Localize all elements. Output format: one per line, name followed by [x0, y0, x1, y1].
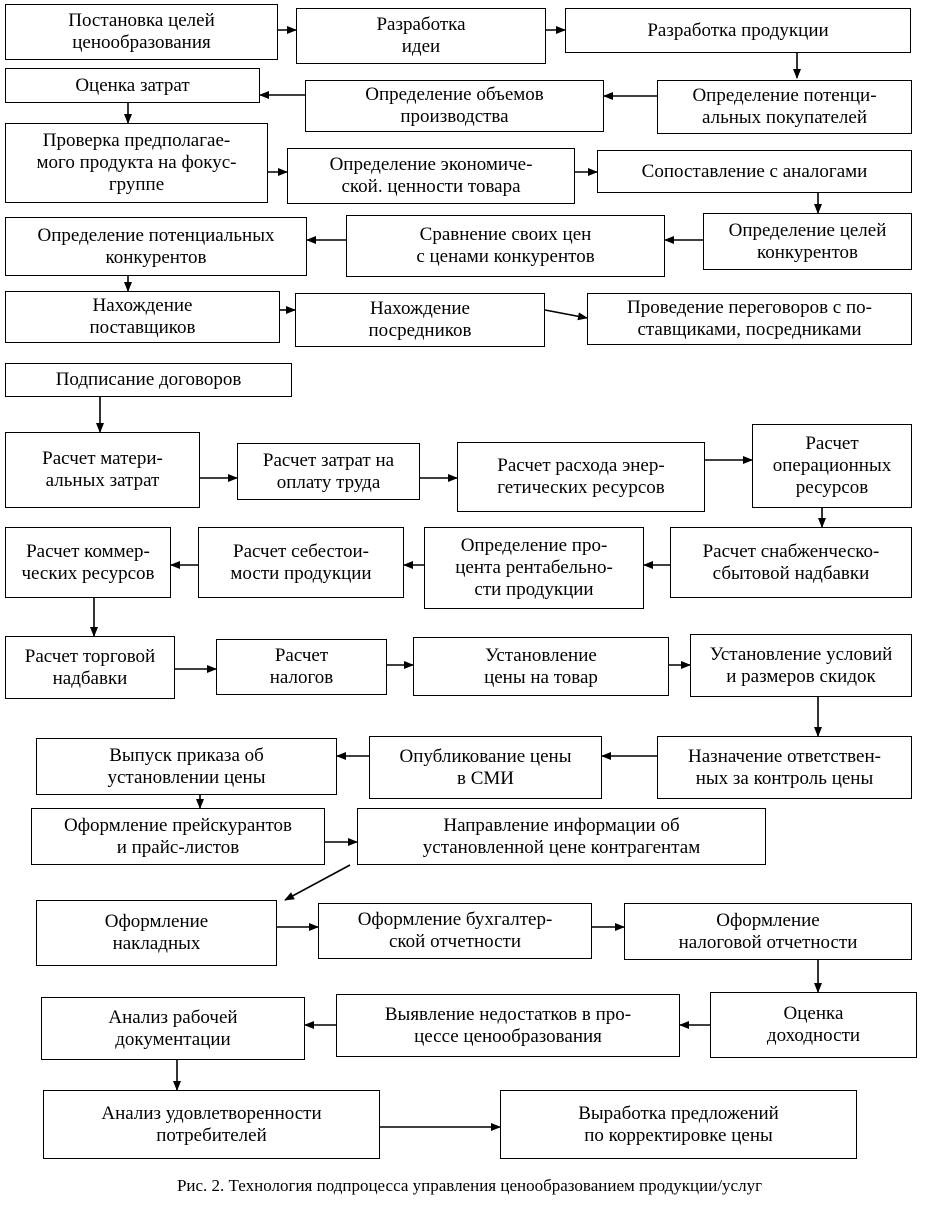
step-focus-group-check: Проверка предполагае- мого продукта на ф… — [5, 123, 268, 203]
step-invoices: Оформление накладных — [36, 900, 277, 966]
step-price-lists: Оформление прейскурантов и прайс-листов — [31, 808, 325, 865]
step-competitor-goals: Определение целей конкурентов — [703, 213, 912, 270]
step-idea-development: Разработка идеи — [296, 8, 546, 64]
step-operational-resources: Расчет операционных ресурсов — [752, 424, 912, 508]
step-potential-buyers: Определение потенци- альных покупателей — [657, 80, 912, 134]
step-cost-price: Расчет себестои- мости продукции — [198, 527, 404, 598]
step-potential-competitors: Определение потенциальных конкурентов — [5, 217, 307, 276]
step-price-adjustment-proposals: Выработка предложений по корректировке ц… — [500, 1090, 857, 1159]
step-compare-prices: Сравнение своих цен с ценами конкурентов — [346, 215, 665, 277]
arrow-inform-invoices — [284, 864, 351, 901]
step-accounting-reports: Оформление бухгалтер- ской отчетности — [318, 903, 592, 959]
step-discounts: Установление условий и размеров скидок — [690, 634, 912, 697]
step-compare-analogs: Сопоставление с аналогами — [597, 150, 912, 193]
step-inform-counterparties: Направление информации об установленной … — [357, 808, 766, 865]
step-negotiations: Проведение переговоров с по- ставщиками,… — [587, 293, 912, 345]
step-find-intermediaries: Нахождение посредников — [295, 293, 545, 347]
step-profitability-percent: Определение про- цента рентабельно- сти … — [424, 527, 644, 609]
step-economic-value: Определение экономиче- ской. ценности то… — [287, 148, 575, 204]
step-work-docs-analysis: Анализ рабочей документации — [41, 997, 305, 1060]
step-commercial-resources: Расчет коммер- ческих ресурсов — [5, 527, 171, 598]
step-tax-reports: Оформление налоговой отчетности — [624, 903, 912, 960]
step-profitability-eval: Оценка доходности — [710, 992, 917, 1058]
step-publish-price: Опубликование цены в СМИ — [369, 736, 602, 799]
step-set-price: Установление цены на товар — [413, 637, 669, 696]
step-cost-estimate: Оценка затрат — [5, 68, 260, 103]
step-supply-markup: Расчет снабженческо- сбытовой надбавки — [670, 527, 912, 598]
step-trade-markup: Расчет торговой надбавки — [5, 636, 175, 699]
arrow-intermediaries-negotiations — [544, 309, 588, 321]
step-material-costs: Расчет матери- альных затрат — [5, 432, 200, 508]
step-price-order: Выпуск приказа об установлении цены — [36, 738, 337, 795]
step-taxes: Расчет налогов — [216, 639, 387, 695]
figure-caption: Рис. 2. Технология подпроцесса управлени… — [176, 1176, 763, 1195]
step-production-volume: Определение объемов производства — [305, 80, 604, 132]
step-product-development: Разработка продукции — [565, 8, 911, 53]
step-labor-costs: Расчет затрат на оплату труда — [237, 443, 420, 500]
step-find-shortcomings: Выявление недостатков в про- цессе ценоо… — [336, 994, 680, 1057]
step-consumer-satisfaction: Анализ удовлетворенности потребителей — [43, 1090, 380, 1159]
step-pricing-goals: Постановка целей ценообразования — [5, 4, 278, 60]
step-responsible-persons: Назначение ответствен- ных за контроль ц… — [657, 736, 912, 799]
step-find-suppliers: Нахождение поставщиков — [5, 291, 280, 343]
step-sign-contracts: Подписание договоров — [5, 363, 292, 397]
step-energy-resources: Расчет расхода энер- гетических ресурсов — [457, 442, 705, 512]
